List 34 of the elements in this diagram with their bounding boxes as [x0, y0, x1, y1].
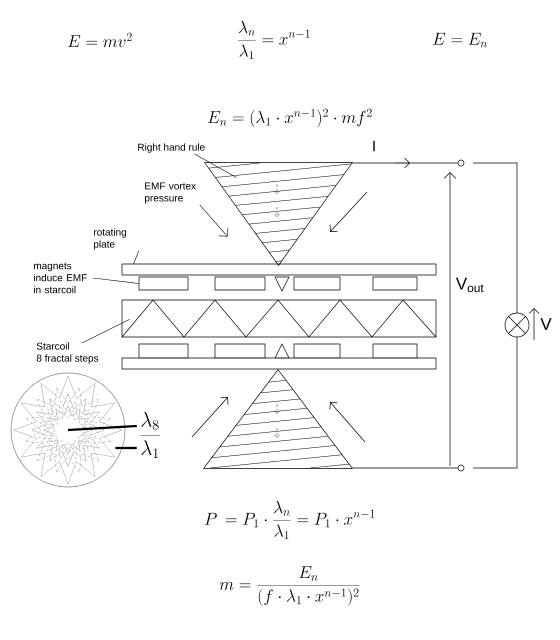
leader-line: [92, 278, 139, 284]
leader-line: [133, 250, 139, 264]
magnet: [372, 276, 418, 290]
formula: $E = E_n$: [433, 32, 487, 48]
magnet: [294, 344, 340, 358]
starcoil-drawing: [10, 372, 126, 488]
symbol-label: V: [540, 318, 552, 330]
plate: [122, 358, 436, 370]
arrow: [199, 204, 228, 237]
magnet: [138, 344, 188, 358]
plate: [122, 264, 436, 276]
magnet: [372, 344, 418, 358]
leader-line: [115, 446, 137, 450]
formula: $E_n = (\lambda_1 \cdot x^{n-1})^2 \cdot mf^2$: [208, 108, 372, 128]
starcoil-drawing: [122, 299, 436, 338]
formula: $m = \frac{E_n}{(f \cdot \lambda_1 \cdot x^{n-1})^2}$: [220, 566, 360, 606]
formula: $P\, = P_1 \cdot \frac{\lambda_n}{\lambda_1} = P_1 \cdot x^{n-1}$: [204, 500, 374, 540]
callout-text: rotating plate: [94, 228, 126, 250]
magnet: [138, 276, 188, 290]
callout-text: EMF vortex pressure: [145, 182, 196, 204]
callout-text: magnets induce EMF in starcoil: [34, 262, 87, 294]
leader-line: [82, 319, 130, 344]
magnet: [214, 276, 266, 290]
callout-text: Right hand rule: [138, 143, 205, 153]
formula: $\frac{\lambda_n}{\lambda_1} = x^{n-1}$: [238, 20, 310, 60]
formula: $E = mv^2$: [68, 32, 132, 48]
formula-label: $\frac{\lambda_8}{\lambda_1}$: [140, 412, 160, 458]
leader-line: [194, 154, 237, 178]
symbol-label: I: [373, 140, 375, 152]
leader-line: [68, 424, 137, 432]
symbol-label: V$_{out}$: [456, 278, 484, 292]
callout-text: Starcoil 8 fractal steps: [36, 342, 98, 364]
magnet: [294, 276, 340, 290]
magnet: [214, 344, 266, 358]
